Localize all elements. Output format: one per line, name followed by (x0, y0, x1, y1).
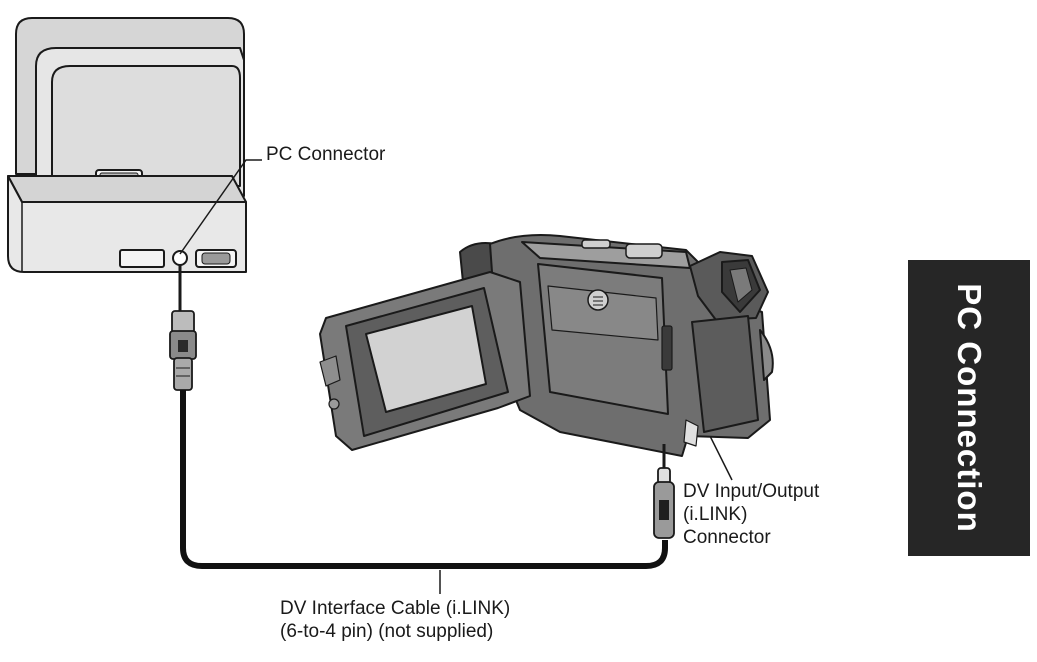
camcorder-illustration (319, 234, 774, 457)
cable-label-line-1: DV Interface Cable (i.LINK) (280, 598, 511, 619)
computer-illustration (7, 17, 247, 273)
pc-side-plug (169, 264, 197, 391)
dv-label-line-3: Connector (683, 527, 771, 548)
dv-port-icon (661, 325, 673, 371)
section-tab: PC Connection (908, 260, 1030, 556)
pc-connector-label: PC Connector (266, 144, 386, 165)
dv-label-line-1: DV Input/Output (683, 481, 820, 502)
dv-interface-cable (180, 390, 668, 569)
pc-connector-leader (179, 159, 262, 255)
cable-label-line-2: (6-to-4 pin) (not supplied) (280, 621, 494, 642)
dv-label-line-2: (i.LINK) (683, 504, 748, 525)
camcorder-side-plug (653, 444, 675, 539)
dv-interface-cable-label: DV Interface Cable (i.LINK) (6-to-4 pin)… (280, 597, 510, 643)
dv-input-output-connector-label: DV Input/Output (i.LINK) Connector (683, 480, 819, 549)
section-tab-title: PC Connection (951, 283, 988, 533)
